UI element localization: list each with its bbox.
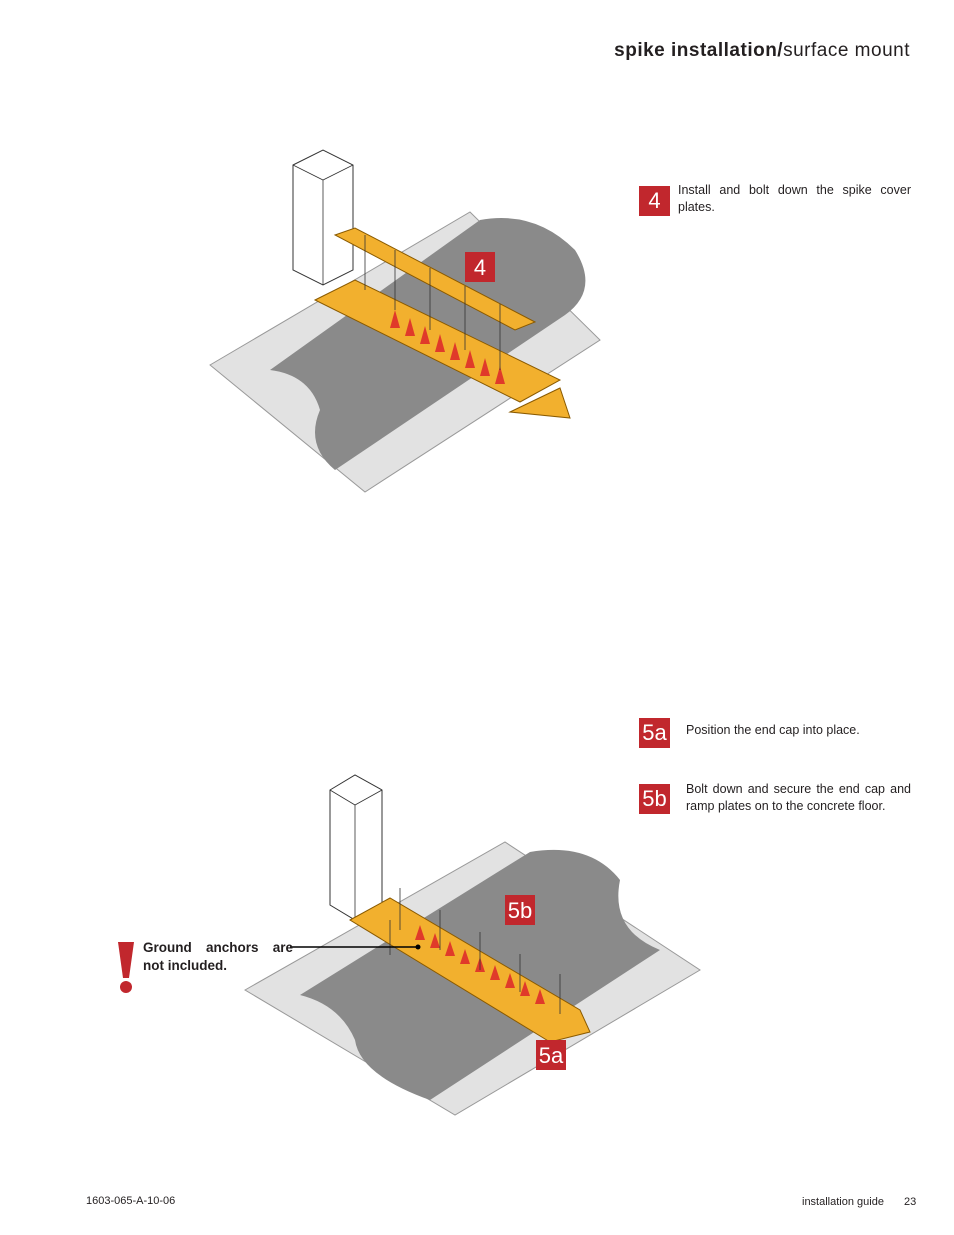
spike-cover-illustration: 4 [209, 149, 601, 493]
callout-4-label: 4 [474, 255, 486, 280]
callout-5a-label: 5a [539, 1043, 564, 1068]
warning-leader-dot [415, 944, 421, 950]
step-5a-text: Position the end cap into place. [686, 723, 860, 737]
step-5a-badge: 5a [639, 718, 670, 748]
page-title-regular: surface mount [783, 40, 910, 61]
bolts-top [364, 235, 501, 370]
callout-5b-box [505, 895, 535, 925]
step-4-badge: 4 [639, 186, 670, 216]
spike-cover-plate [333, 227, 537, 331]
footer-doc-number: 1603-065-A-10-06 [86, 1195, 176, 1207]
page-title-bold: spike installation/ [614, 40, 784, 61]
page-title: spike installation/surface mount [614, 40, 910, 62]
footer-page-number: 23 [904, 1196, 917, 1208]
bollard-post-top [292, 149, 354, 286]
step-5b-badge: 5b [639, 784, 670, 814]
callout-5a-box [536, 1040, 566, 1070]
bollard-post-bottom [329, 774, 383, 921]
exclamation-icon [118, 942, 134, 993]
warning-ground-anchors: Ground anchors are not included. [143, 940, 293, 973]
footer-guide-label: installation guide [802, 1196, 884, 1208]
callout-4-box [465, 252, 495, 282]
step-5b-text: Bolt down and secure the end cap and ram… [686, 782, 911, 813]
end-cap-illustration: 5b 5a [244, 774, 701, 1116]
callout-5b-label: 5b [508, 898, 532, 923]
spike-row [390, 310, 505, 384]
bolts-bottom [389, 888, 561, 1014]
step-4-text: Install and bolt down the spike cover pl… [678, 183, 911, 214]
spike-barrier-assembled [349, 897, 591, 1043]
end-cap [508, 387, 571, 419]
